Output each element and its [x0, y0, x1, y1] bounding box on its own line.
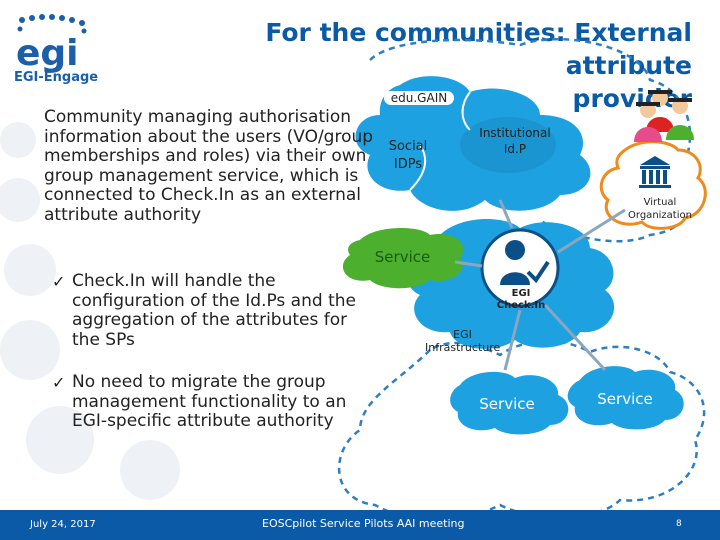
vo-building-icon [639, 156, 671, 188]
checkmark-icon: ✓ [52, 373, 66, 392]
arrow-checkin-service-right [543, 303, 607, 372]
bullet-text: No need to migrate the group management … [72, 372, 347, 431]
outer-dashed-cloud [337, 340, 706, 522]
edugain-label: edu.GAIN [384, 91, 454, 105]
institutional-bubble [460, 117, 556, 173]
bullet-item: ✓ No need to migrate the group managemen… [52, 372, 372, 432]
bullet-item: ✓ Check.In will handle the configuration… [52, 271, 372, 350]
arrow-checkin-service-mid [503, 309, 522, 371]
arrow-vo-checkin [557, 208, 626, 254]
checkin-circle [480, 228, 560, 308]
social-idps-label: Social IDPs [388, 139, 428, 172]
arrow-idp-checkin [498, 199, 514, 229]
egi-logo: egi [16, 14, 87, 74]
checkin-person-icon [500, 240, 530, 285]
title-line-1: For the communities: External attribute [265, 18, 692, 80]
service-left-cloud [342, 228, 464, 289]
service-mid-cloud [450, 371, 569, 435]
infrastructure-label: EGI Infrastructure [425, 328, 501, 354]
footer-bar [0, 510, 720, 540]
vo-label: Virtual Organization [628, 197, 692, 221]
checkin-label: EGI Check.In [496, 288, 546, 311]
top-dashed-cloud [369, 38, 692, 243]
page-title: For the communities: External attribute … [172, 16, 692, 115]
service-right-cloud [567, 366, 684, 430]
service-right-label: Service [597, 390, 653, 408]
idp-cloud [355, 76, 591, 211]
logo-subtitle: EGI-Engage [14, 70, 99, 85]
page-number: 8 [676, 519, 682, 529]
institutional-idp-label: Institutional Id.P [479, 126, 551, 156]
service-mid-label: Service [479, 395, 535, 413]
arrow-service-checkin [454, 260, 483, 268]
intro-paragraph: Community managing authorisation informa… [44, 107, 374, 225]
graduates-icon [634, 90, 694, 142]
footer-date: July 24, 2017 [30, 519, 96, 530]
footer-event: EOSCpilot Service Pilots AAI meeting [262, 517, 465, 530]
bullet-text: Check.In will handle the configuration o… [72, 271, 356, 350]
checkmark-icon: ✓ [52, 272, 66, 291]
logo-wordmark: egi [16, 33, 79, 74]
service-left-label: Service [374, 248, 431, 266]
